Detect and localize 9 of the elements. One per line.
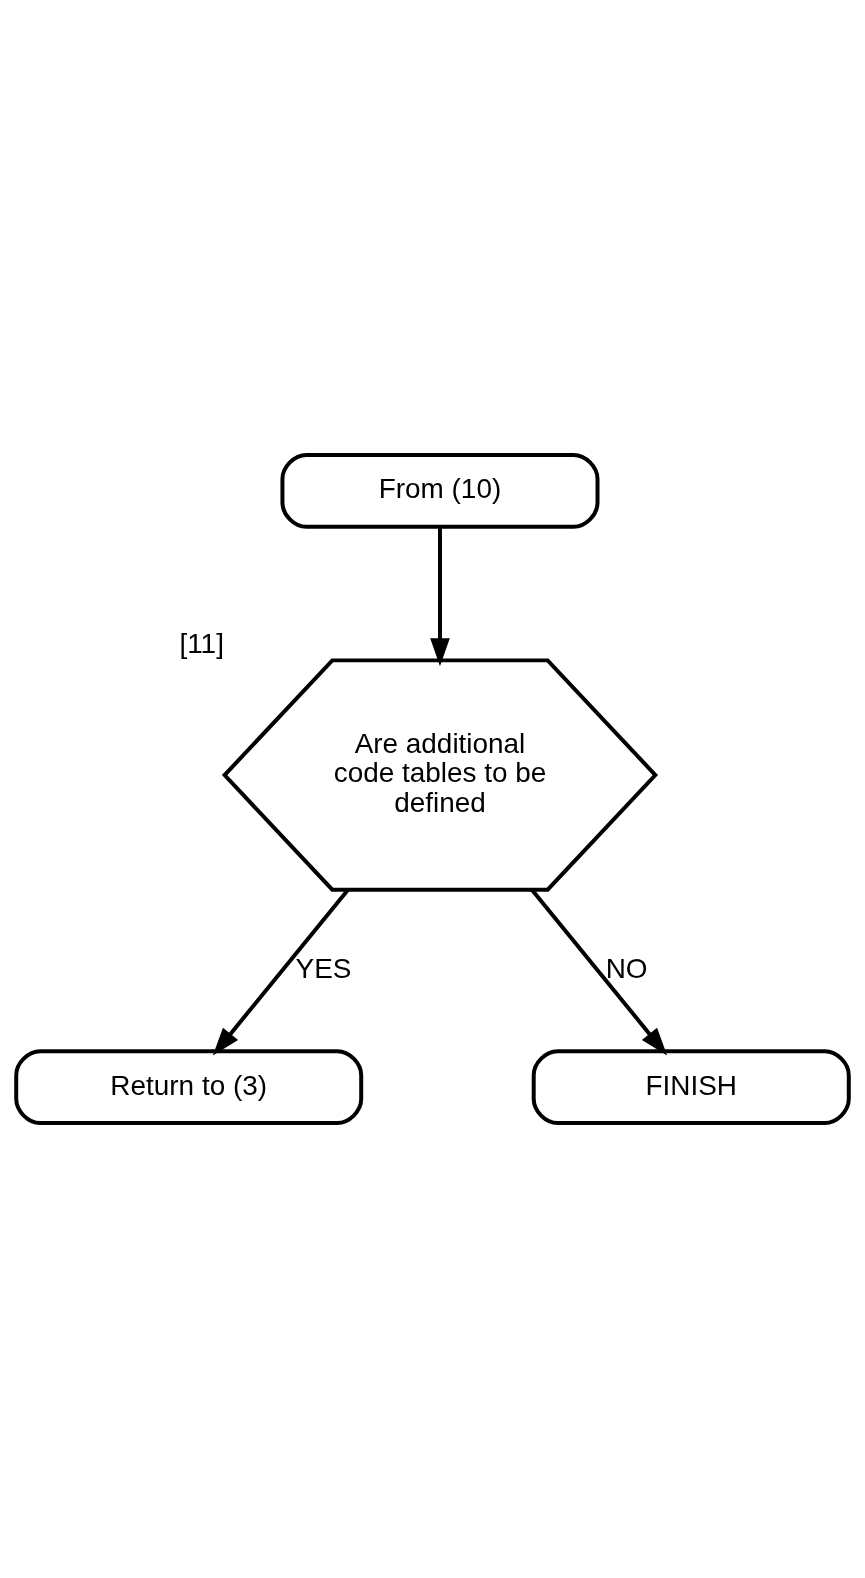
node-box: Return to (3) (14, 1049, 364, 1125)
arrow (530, 888, 668, 1056)
edge-label: YES (295, 952, 352, 984)
node-label: [11] (179, 627, 224, 659)
arrow (430, 527, 450, 667)
edge-label: NO (605, 952, 648, 984)
arrow (212, 888, 350, 1056)
node-box: From (10) (280, 453, 600, 529)
node-box: FINISH (531, 1049, 851, 1125)
